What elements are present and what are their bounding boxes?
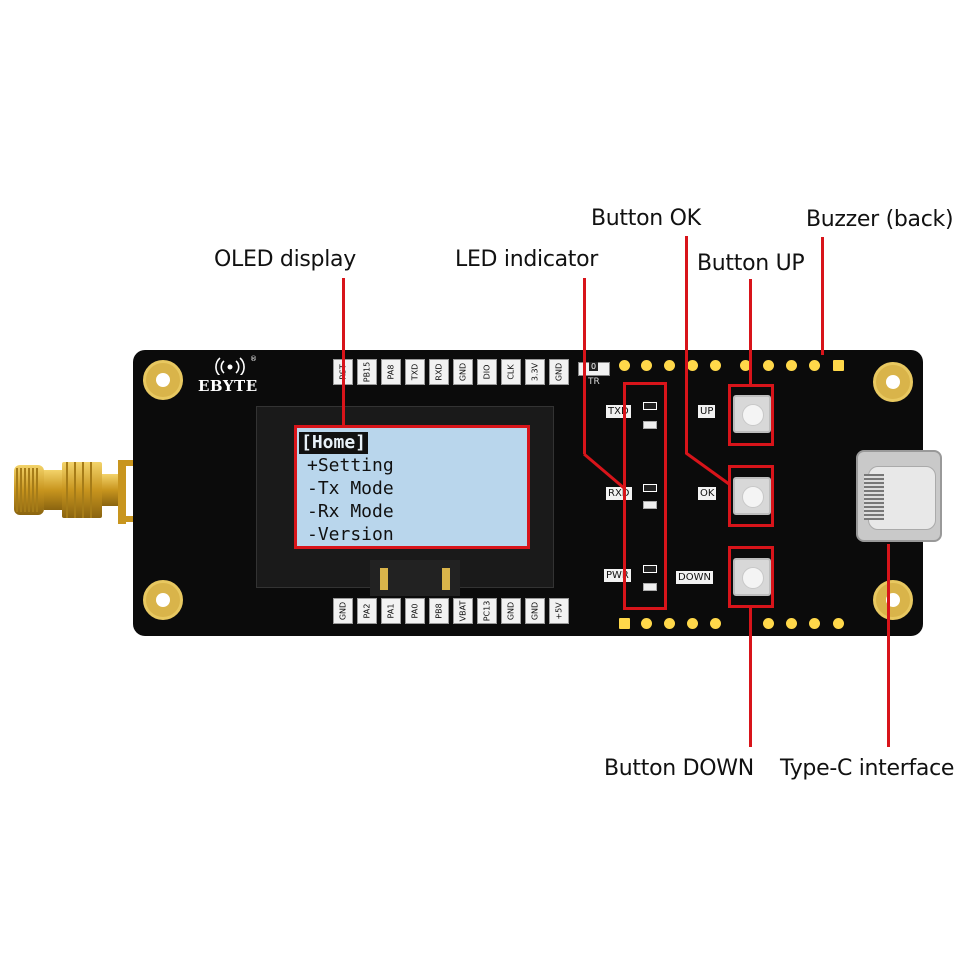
header-pad: [664, 618, 675, 629]
brand-name: EBYTE: [198, 377, 258, 395]
mounting-hole-top-left: [143, 360, 183, 400]
leader-ok-diagonal: [685, 451, 730, 486]
led-txd: [643, 402, 657, 410]
header-pad: [687, 360, 698, 371]
oled-flex-connector: [370, 560, 460, 596]
pin-label-bottom: +5V: [549, 598, 569, 624]
mounting-hole-top-right: [873, 362, 913, 402]
pin-label-top: DIO: [477, 359, 497, 385]
pin-label-bottom: GND: [501, 598, 521, 624]
led-rxd-light: [643, 501, 657, 509]
usb-type-c-port: [856, 450, 942, 542]
callout-button-down: Button DOWN: [604, 756, 754, 781]
oled-menu-selected: [Home]: [299, 432, 369, 454]
silk-down: DOWN: [676, 571, 713, 584]
header-pad: [641, 618, 652, 629]
silk-up: UP: [698, 405, 716, 418]
oled-menu-item: -Version: [307, 524, 394, 545]
mounting-hole-bottom-right: [873, 580, 913, 620]
button-down-highlight: [728, 546, 774, 608]
brand-reg-mark: ®: [250, 355, 257, 363]
callout-button-up: Button UP: [697, 251, 805, 276]
header-pad: [786, 618, 797, 629]
button-down[interactable]: [733, 558, 771, 596]
button-up[interactable]: [733, 395, 771, 433]
button-ok[interactable]: [733, 477, 771, 515]
pin-label-bottom: PA2: [357, 598, 377, 624]
oled-menu-item: -Tx Mode: [307, 478, 394, 499]
header-pad: [833, 618, 844, 629]
led-txd-light: [643, 421, 657, 429]
pin-label-bottom: GND: [525, 598, 545, 624]
leader-led-diagonal: [583, 452, 625, 490]
callout-led-indicator: LED indicator: [455, 247, 599, 272]
pin-label-top: TXD: [405, 359, 425, 385]
pin-label-top: GND: [453, 359, 473, 385]
pin-label-top: GND: [549, 359, 569, 385]
leader-button-up: [749, 279, 752, 385]
led-pwr-light: [643, 583, 657, 591]
pin-label-bottom: PA1: [381, 598, 401, 624]
callout-button-ok: Button OK: [591, 206, 701, 231]
callout-typec: Type-C interface: [780, 756, 955, 781]
header-pad: [619, 360, 630, 371]
led-pwr: [643, 565, 657, 573]
callout-oled-display: OLED display: [214, 247, 356, 272]
wireless-signal-icon: [215, 357, 245, 375]
header-pad: [664, 360, 675, 371]
pin-label-top: PA8: [381, 359, 401, 385]
pin-label-top: 3.3V: [525, 359, 545, 385]
mounting-hole-bottom-left: [143, 580, 183, 620]
pin-label-top: PB15: [357, 359, 377, 385]
leader-led-indicator: [583, 278, 586, 454]
header-pad: [687, 618, 698, 629]
header-pad: [740, 360, 751, 371]
pin-label-top: CLK: [501, 359, 521, 385]
silk-ok: OK: [698, 487, 717, 500]
pin-label-top: RXD: [429, 359, 449, 385]
leader-button-down: [749, 607, 752, 747]
led-indicator-highlight: [623, 382, 667, 610]
button-ok-highlight: [728, 465, 774, 527]
header-pad: [710, 360, 721, 371]
buzzer-pad: [833, 360, 844, 371]
callout-buzzer: Buzzer (back): [806, 207, 954, 232]
pin-label-bottom: PC13: [477, 598, 497, 624]
leader-oled-display: [342, 278, 345, 426]
button-up-highlight: [728, 384, 774, 446]
leader-typec: [887, 544, 890, 747]
header-pad: [619, 618, 630, 629]
pin-label-bottom: PB8: [429, 598, 449, 624]
header-pad: [710, 618, 721, 629]
ebyte-logo: ® EBYTE: [196, 355, 266, 397]
header-pad: [786, 360, 797, 371]
pin-label-bottom: VBAT: [453, 598, 473, 624]
header-pad: [809, 360, 820, 371]
oled-menu-item: +Setting: [307, 455, 394, 476]
oled-display-screen: [Home] +Setting -Tx Mode -Rx Mode -Versi…: [294, 425, 530, 549]
pin-label-bottom: GND: [333, 598, 353, 624]
oled-menu-item: -Rx Mode: [307, 501, 394, 522]
header-pad: [763, 360, 774, 371]
header-pad: [763, 618, 774, 629]
leader-button-ok: [685, 236, 688, 454]
header-pad: [809, 618, 820, 629]
led-rxd: [643, 484, 657, 492]
pin-label-bottom: PA0: [405, 598, 425, 624]
tr-component: 0: [578, 362, 610, 376]
header-pad: [641, 360, 652, 371]
silk-tr: TR: [588, 377, 600, 387]
leader-buzzer: [821, 237, 824, 355]
